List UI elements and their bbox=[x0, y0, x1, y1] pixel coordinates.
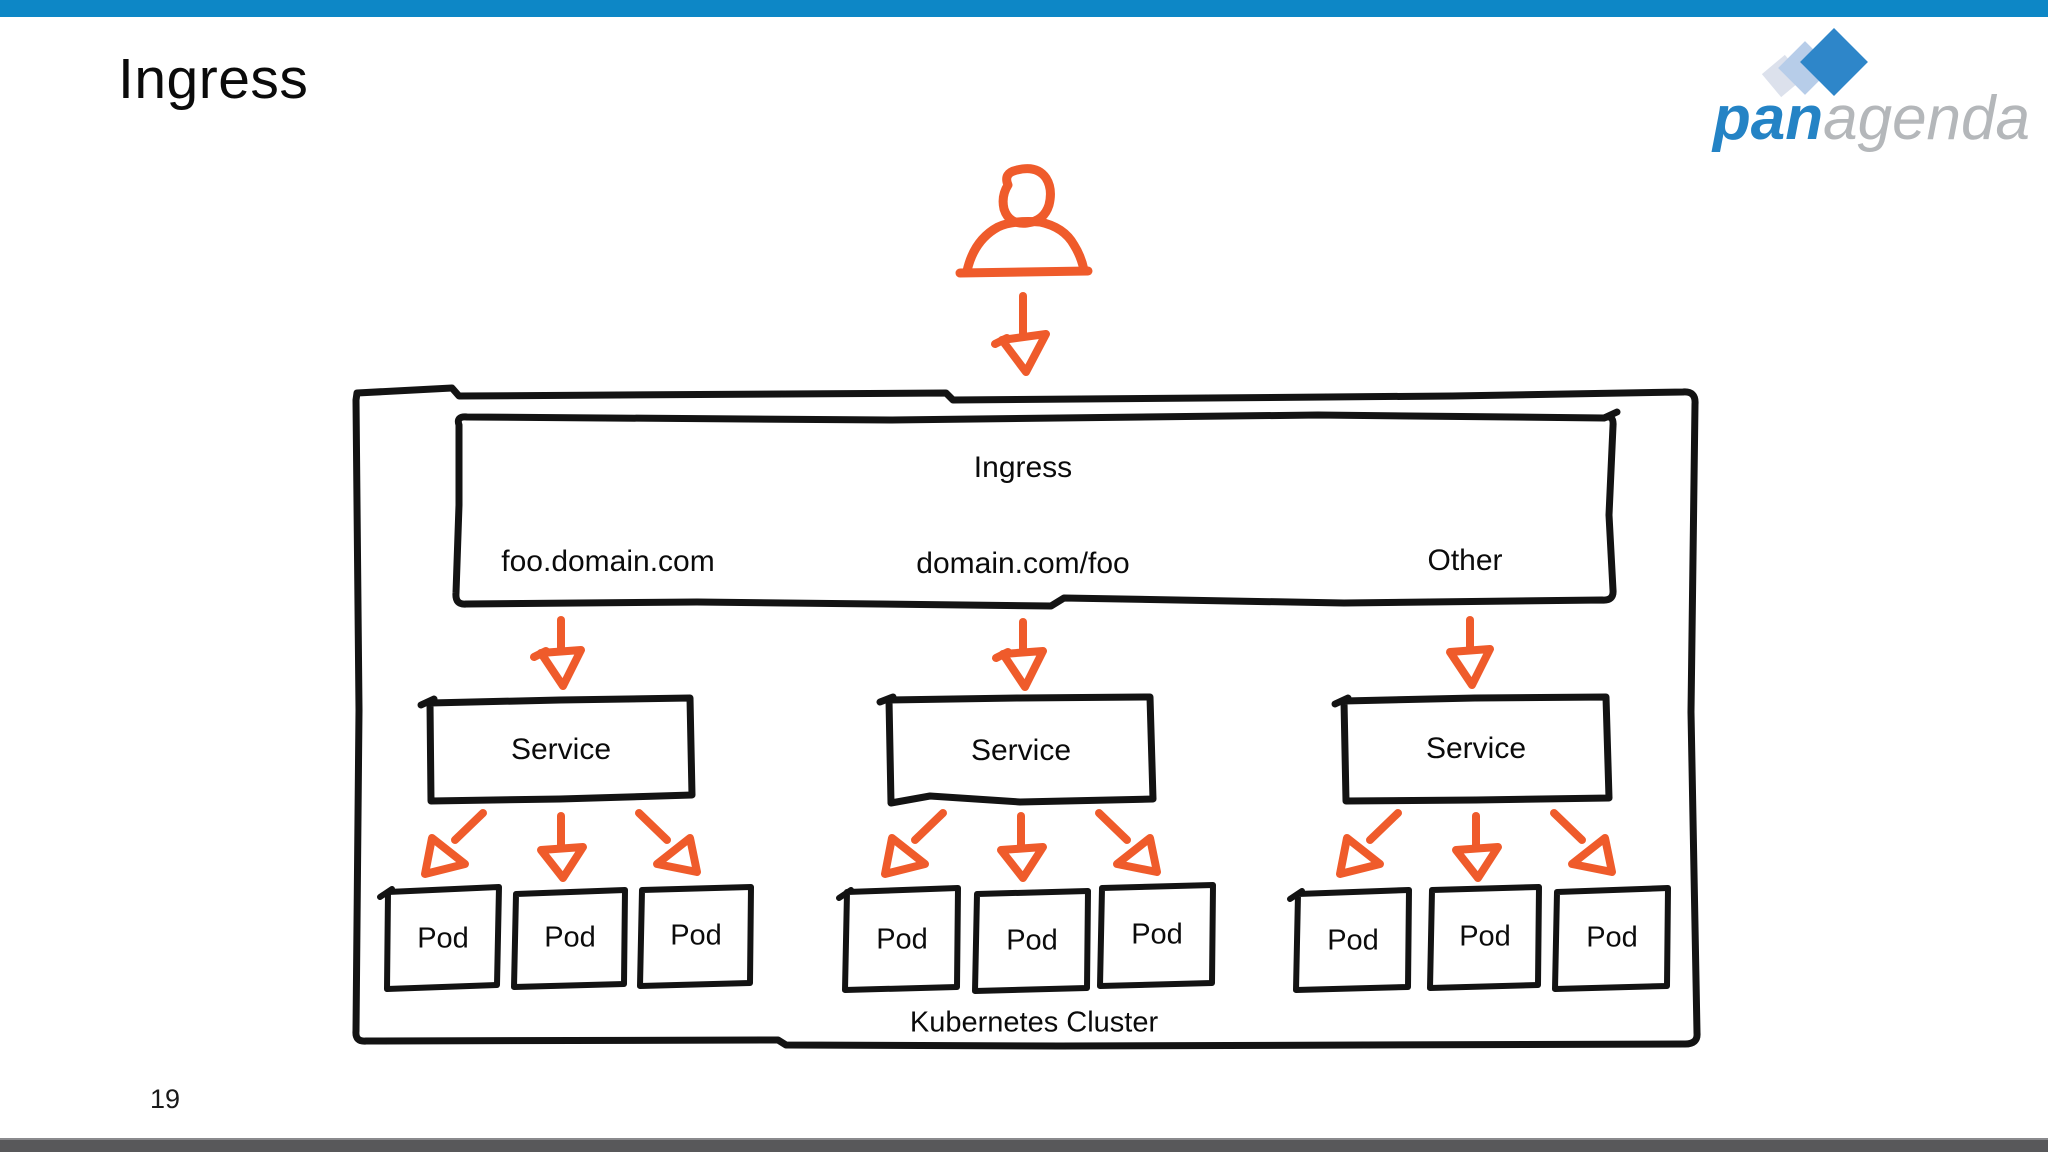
pod-label: Pod bbox=[1131, 918, 1183, 951]
arrow-down-icon bbox=[530, 616, 1494, 691]
service-box-tick bbox=[876, 693, 897, 706]
arrow-down-right-icon bbox=[1550, 809, 1586, 844]
footer-bar bbox=[0, 1138, 2048, 1152]
pod-box bbox=[511, 887, 628, 990]
arrow-down-right-icon bbox=[1095, 809, 1131, 844]
service-pod-arrows bbox=[421, 809, 1616, 882]
service-label: Service bbox=[970, 734, 1072, 767]
logo-text-pan: pan bbox=[1712, 84, 1824, 153]
pod-box bbox=[637, 884, 754, 989]
arrow-down-left-head bbox=[421, 834, 469, 878]
pod-box-tick bbox=[1287, 888, 1305, 902]
arrow-down-icon bbox=[991, 292, 1050, 376]
pod-boxes bbox=[377, 882, 1671, 994]
pod-label: Pod bbox=[1327, 924, 1379, 957]
page-title: Ingress bbox=[118, 47, 309, 111]
pod-label: Pod bbox=[1006, 924, 1058, 957]
pod-box-tick bbox=[836, 887, 854, 901]
route-label-other: Other bbox=[1427, 544, 1503, 577]
arrow-down-left-icon bbox=[1366, 809, 1402, 844]
service-box-tick bbox=[417, 695, 438, 709]
cluster-label: Kubernetes Cluster bbox=[909, 1006, 1159, 1039]
arrow-down-right-head bbox=[653, 834, 701, 876]
pod-label: Pod bbox=[417, 922, 469, 955]
arrow-down-left-icon bbox=[451, 809, 487, 844]
logo-text-agenda: agenda bbox=[1823, 84, 2030, 153]
pod-box bbox=[384, 884, 502, 992]
arrow-down-right-head bbox=[1568, 834, 1616, 876]
arrow-down-left-head bbox=[881, 834, 929, 878]
diamond-stack-icon bbox=[1761, 28, 1868, 98]
arrow-down-head bbox=[997, 843, 1047, 882]
pod-box bbox=[1097, 882, 1216, 989]
pod-box bbox=[842, 885, 961, 993]
arrow-down-right-icon bbox=[635, 809, 671, 844]
service-box bbox=[885, 693, 1157, 807]
pod-label: Pod bbox=[544, 921, 596, 954]
ingress-box-title: Ingress bbox=[973, 451, 1073, 484]
arrow-down-left-icon bbox=[911, 809, 947, 844]
service-box-tick bbox=[1331, 694, 1352, 708]
pod-label: Pod bbox=[670, 919, 722, 952]
top-accent-bar bbox=[0, 0, 2048, 17]
pod-box bbox=[972, 888, 1091, 994]
service-boxes bbox=[417, 693, 1613, 807]
pod-label: Pod bbox=[1586, 921, 1638, 954]
arrow-down-head bbox=[1452, 843, 1502, 882]
service-box bbox=[1340, 693, 1613, 805]
service-label: Service bbox=[1425, 732, 1527, 765]
route-label-domain-foo: domain.com/foo bbox=[916, 547, 1130, 580]
arrow-down-right-head bbox=[1113, 834, 1161, 876]
pod-label: Pod bbox=[1459, 920, 1511, 953]
pod-box bbox=[1293, 887, 1412, 993]
cluster-box bbox=[352, 384, 1701, 1050]
person-icon bbox=[955, 164, 1093, 278]
panagenda-logo: panagenda bbox=[1713, 88, 2030, 150]
pod-box bbox=[1427, 884, 1542, 991]
pod-box bbox=[1552, 885, 1671, 992]
pod-label: Pod bbox=[876, 923, 928, 956]
service-box bbox=[426, 694, 696, 805]
route-label-foo-domain: foo.domain.com bbox=[501, 545, 715, 578]
arrow-down-head bbox=[537, 843, 587, 882]
arrow-down-left-head bbox=[1336, 834, 1384, 878]
page-number: 19 bbox=[150, 1084, 181, 1114]
service-label: Service bbox=[510, 733, 612, 766]
ingress-box bbox=[452, 408, 1621, 610]
pod-box-tick bbox=[377, 886, 395, 900]
